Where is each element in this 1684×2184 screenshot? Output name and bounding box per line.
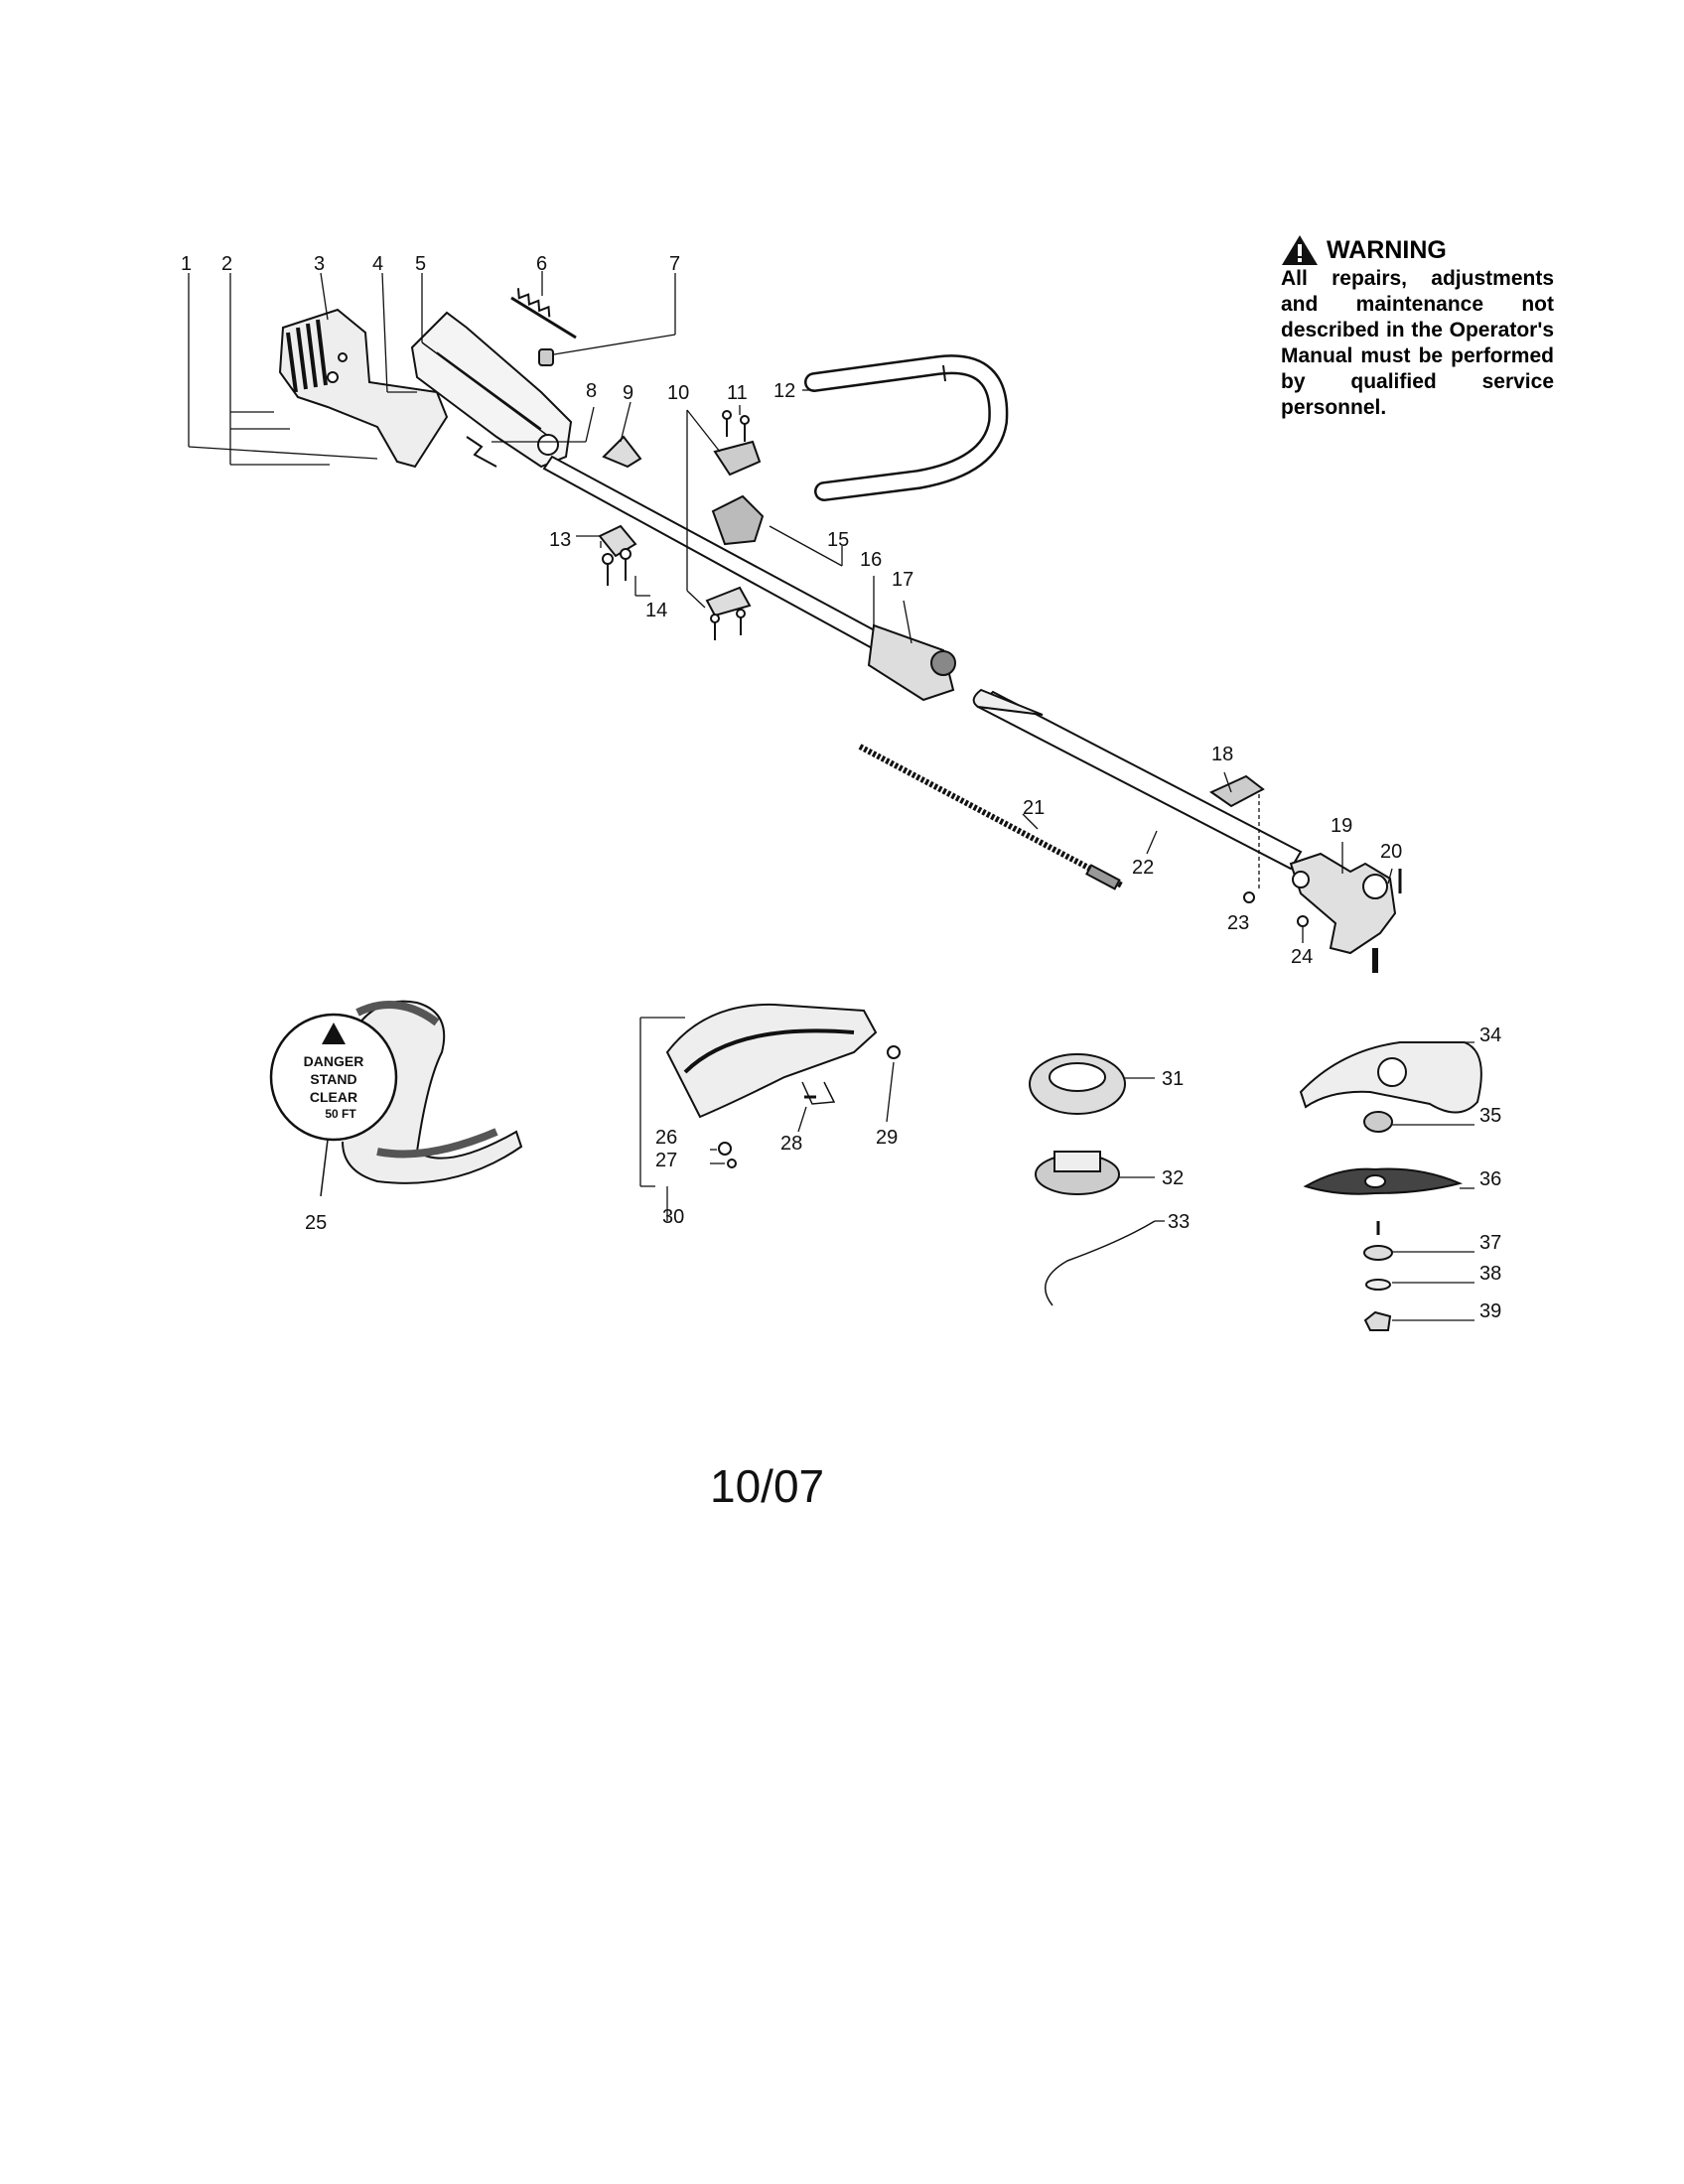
callout-19: 19: [1331, 815, 1352, 837]
callout-18: 18: [1211, 744, 1233, 765]
blade-assembly-part: [1303, 1111, 1464, 1331]
callout-3: 3: [314, 253, 325, 275]
callout-38: 38: [1479, 1263, 1501, 1285]
decal-line-4: 50 FT: [325, 1107, 356, 1121]
callout-34: 34: [1479, 1024, 1501, 1046]
decal-text: DANGER STAND CLEAR 50 FT: [304, 1053, 364, 1121]
trimmer-head-part: [1029, 1053, 1156, 1306]
callout-5: 5: [415, 253, 426, 275]
callout-10: 10: [667, 382, 689, 404]
callout-4: 4: [372, 253, 383, 275]
callout-32: 32: [1162, 1167, 1184, 1189]
callout-16: 16: [860, 549, 882, 571]
upper-shaft-part: [542, 455, 956, 702]
set-screw-part: [1243, 891, 1255, 903]
callout-22: 22: [1132, 857, 1154, 879]
callout-39: 39: [1479, 1300, 1501, 1322]
danger-decal: [269, 1013, 398, 1142]
warning-heading: WARNING: [1281, 234, 1554, 266]
gearbox-cap-part: [1208, 774, 1265, 808]
harness-part: [269, 1000, 523, 1197]
part-drawings: [269, 288, 1482, 1331]
callout-8: 8: [586, 380, 597, 402]
lock-nut-part: [1297, 915, 1309, 927]
loop-handle-part: [804, 354, 1009, 501]
decal-line-3: CLEAR: [310, 1089, 357, 1105]
callout-33: 33: [1168, 1211, 1190, 1233]
callout-21: 21: [1023, 797, 1045, 819]
handle-housing-part: [278, 308, 449, 469]
callout-2: 2: [221, 253, 232, 275]
warning-title: WARNING: [1327, 235, 1447, 264]
callout-14: 14: [645, 600, 667, 621]
callout-24: 24: [1291, 946, 1313, 968]
throttle-cable-part: [466, 436, 497, 468]
date-code: 10/07: [710, 1460, 825, 1512]
callout-13: 13: [549, 529, 571, 551]
callout-20: 20: [1380, 841, 1402, 863]
callout-26: 26: [655, 1127, 677, 1149]
callout-37: 37: [1479, 1232, 1501, 1254]
knob-part: [538, 348, 554, 366]
warning-triangle-icon: [1282, 235, 1318, 265]
callout-23: 23: [1227, 912, 1249, 934]
clamp-upper-part: [602, 435, 642, 469]
handle-clamp-part: [711, 494, 765, 546]
callout-15: 15: [827, 529, 849, 551]
callout-11: 11: [727, 382, 748, 404]
trimmer-shield-part: [665, 1003, 901, 1168]
side-housing-part: [410, 311, 573, 469]
callout-12: 12: [773, 380, 795, 402]
decal-warning-icon: [322, 1023, 346, 1044]
callout-9: 9: [623, 382, 633, 404]
callout-35: 35: [1479, 1105, 1501, 1127]
lower-shaft-part: [972, 688, 1303, 871]
gearbox-part: [1289, 852, 1397, 973]
callout-30: 30: [662, 1206, 684, 1228]
callout-31: 31: [1162, 1068, 1184, 1090]
callout-28: 28: [780, 1133, 802, 1155]
clamp-plate-part: [705, 586, 752, 617]
callout-36: 36: [1479, 1168, 1501, 1190]
blade-shield-part: [1299, 1041, 1482, 1114]
callout-25: 25: [305, 1212, 327, 1234]
callout-27: 27: [655, 1150, 677, 1171]
warning-notice: WARNING All repairs, adjustments and mai…: [1281, 234, 1554, 421]
decal-line-1: DANGER: [304, 1053, 364, 1069]
decal-line-2: STAND: [310, 1071, 356, 1087]
callout-numbers: 1 2 3 4 5 6 7 8 9 10 11 12 13 14 15 16 1…: [181, 253, 1501, 1322]
spring-part: [510, 288, 577, 340]
callout-29: 29: [876, 1127, 898, 1149]
callout-7: 7: [669, 253, 680, 275]
handle-clamp-cap-part: [713, 440, 762, 477]
screws-part: [602, 410, 750, 640]
callout-6: 6: [536, 253, 547, 275]
callout-1: 1: [181, 253, 192, 275]
warning-text: All repairs, adjustments and maintenance…: [1281, 267, 1554, 419]
callout-17: 17: [892, 569, 913, 591]
leader-lines: [188, 271, 1474, 1321]
drive-cable-part: [858, 744, 1124, 890]
